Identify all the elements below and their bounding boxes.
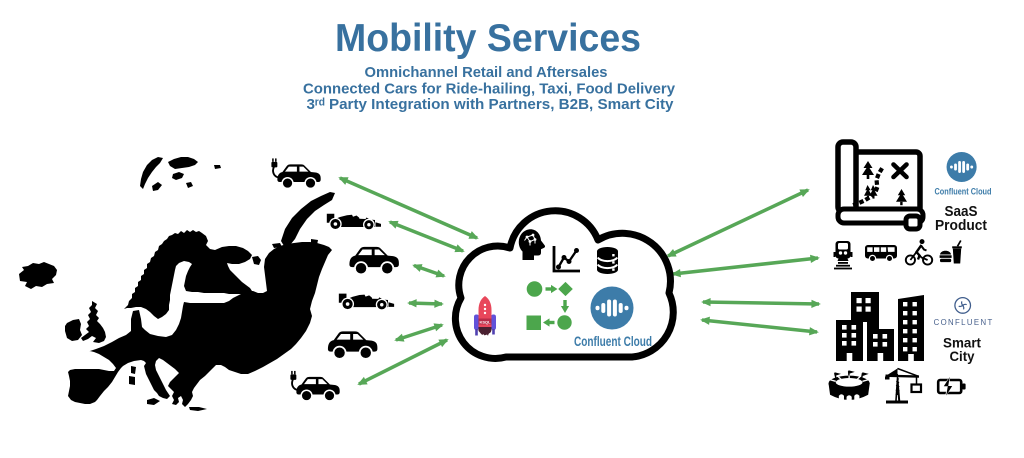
svg-text:Confluent Cloud: Confluent Cloud <box>574 334 652 349</box>
svg-text:Mobility Services: Mobility Services <box>335 17 641 60</box>
svg-text:SaaS: SaaS <box>945 203 978 220</box>
svg-text:Smart: Smart <box>943 335 981 351</box>
svg-text:Omnichannel Retail and Aftersa: Omnichannel Retail and Aftersales <box>365 64 608 81</box>
svg-text:City: City <box>950 348 975 364</box>
svg-text:Product: Product <box>935 217 987 234</box>
svg-text:Connected Cars for Ride-hailin: Connected Cars for Ride-hailing, Taxi, F… <box>303 81 676 98</box>
svg-text:Confluent Cloud: Confluent Cloud <box>935 187 992 197</box>
svg-text:3ʳᵈ Party Integration with Par: 3ʳᵈ Party Integration with Partners, B2B… <box>307 96 675 113</box>
svg-text:CONFLUENT: CONFLUENT <box>934 317 994 327</box>
